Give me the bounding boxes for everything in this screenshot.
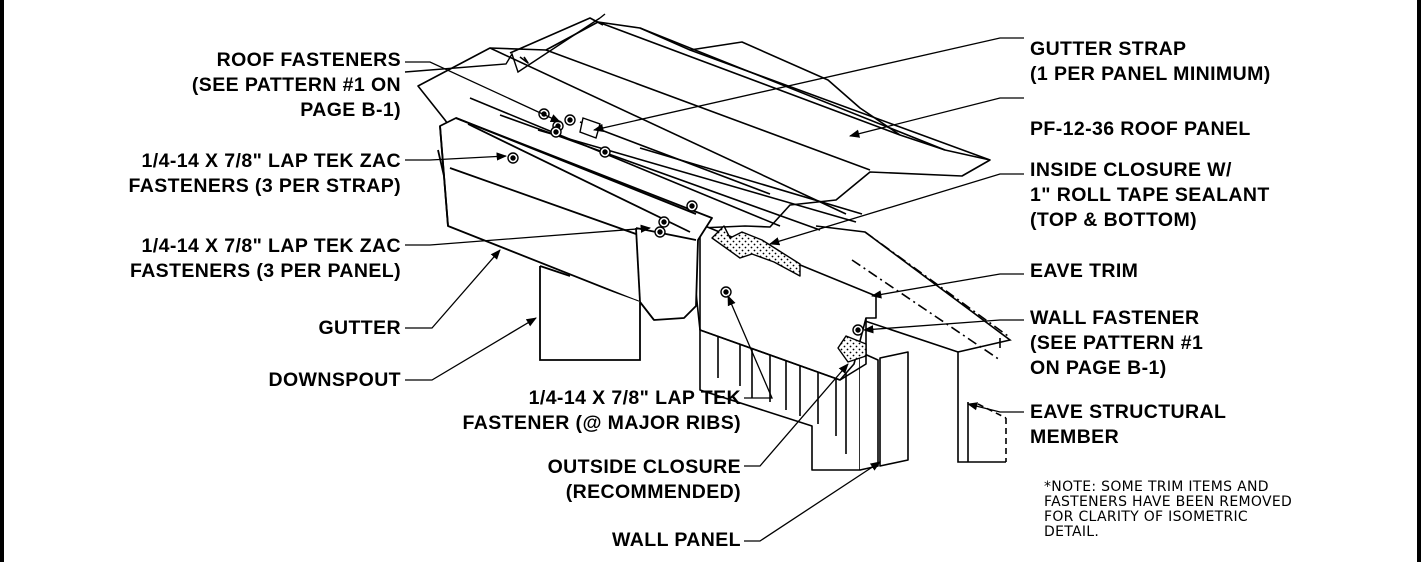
label-strap-fasteners: 1/4-14 X 7/8" LAP TEK ZAC FASTENERS (3 P… bbox=[128, 150, 401, 197]
label-lap-tek-fastener: 1/4-14 X 7/8" LAP TEK FASTENER (@ MAJOR … bbox=[462, 387, 741, 434]
fastener-heads bbox=[507, 108, 864, 336]
label-downspout: DOWNSPOUT bbox=[268, 369, 401, 391]
label-wall-panel: WALL PANEL bbox=[612, 529, 741, 551]
label-outside-closure: OUTSIDE CLOSURE (RECOMMENDED) bbox=[547, 456, 741, 503]
leader-lines bbox=[405, 37, 1024, 542]
label-roof-panel: PF-12-36 ROOF PANEL bbox=[1030, 118, 1251, 140]
gutter-strap bbox=[579, 117, 601, 139]
label-wall-fastener: WALL FASTENER (SEE PATTERN #1 ON PAGE B-… bbox=[1030, 307, 1204, 379]
gutter bbox=[437, 117, 713, 321]
label-gutter-strap: GUTTER STRAP (1 PER PANEL MINIMUM) bbox=[1030, 38, 1271, 85]
inside-closure bbox=[711, 225, 867, 363]
label-gutter: GUTTER bbox=[318, 317, 401, 339]
break-line bbox=[404, 13, 606, 74]
label-eave-structural-member: EAVE STRUCTURAL MEMBER bbox=[1030, 401, 1227, 448]
label-inside-closure: INSIDE CLOSURE W/ 1" ROLL TAPE SEALANT (… bbox=[1030, 159, 1270, 231]
label-panel-fasteners: 1/4-14 X 7/8" LAP TEK ZAC FASTENERS (3 P… bbox=[129, 235, 401, 282]
label-eave-trim: EAVE TRIM bbox=[1030, 260, 1139, 282]
eave-structural-member bbox=[815, 225, 1012, 463]
clarity-note: *NOTE: SOME TRIM ITEMS AND FASTENERS HAV… bbox=[1044, 479, 1293, 540]
label-roof-fasteners: ROOF FASTENERS (SEE PATTERN #1 ON PAGE B… bbox=[191, 49, 401, 121]
downspout bbox=[539, 265, 641, 361]
